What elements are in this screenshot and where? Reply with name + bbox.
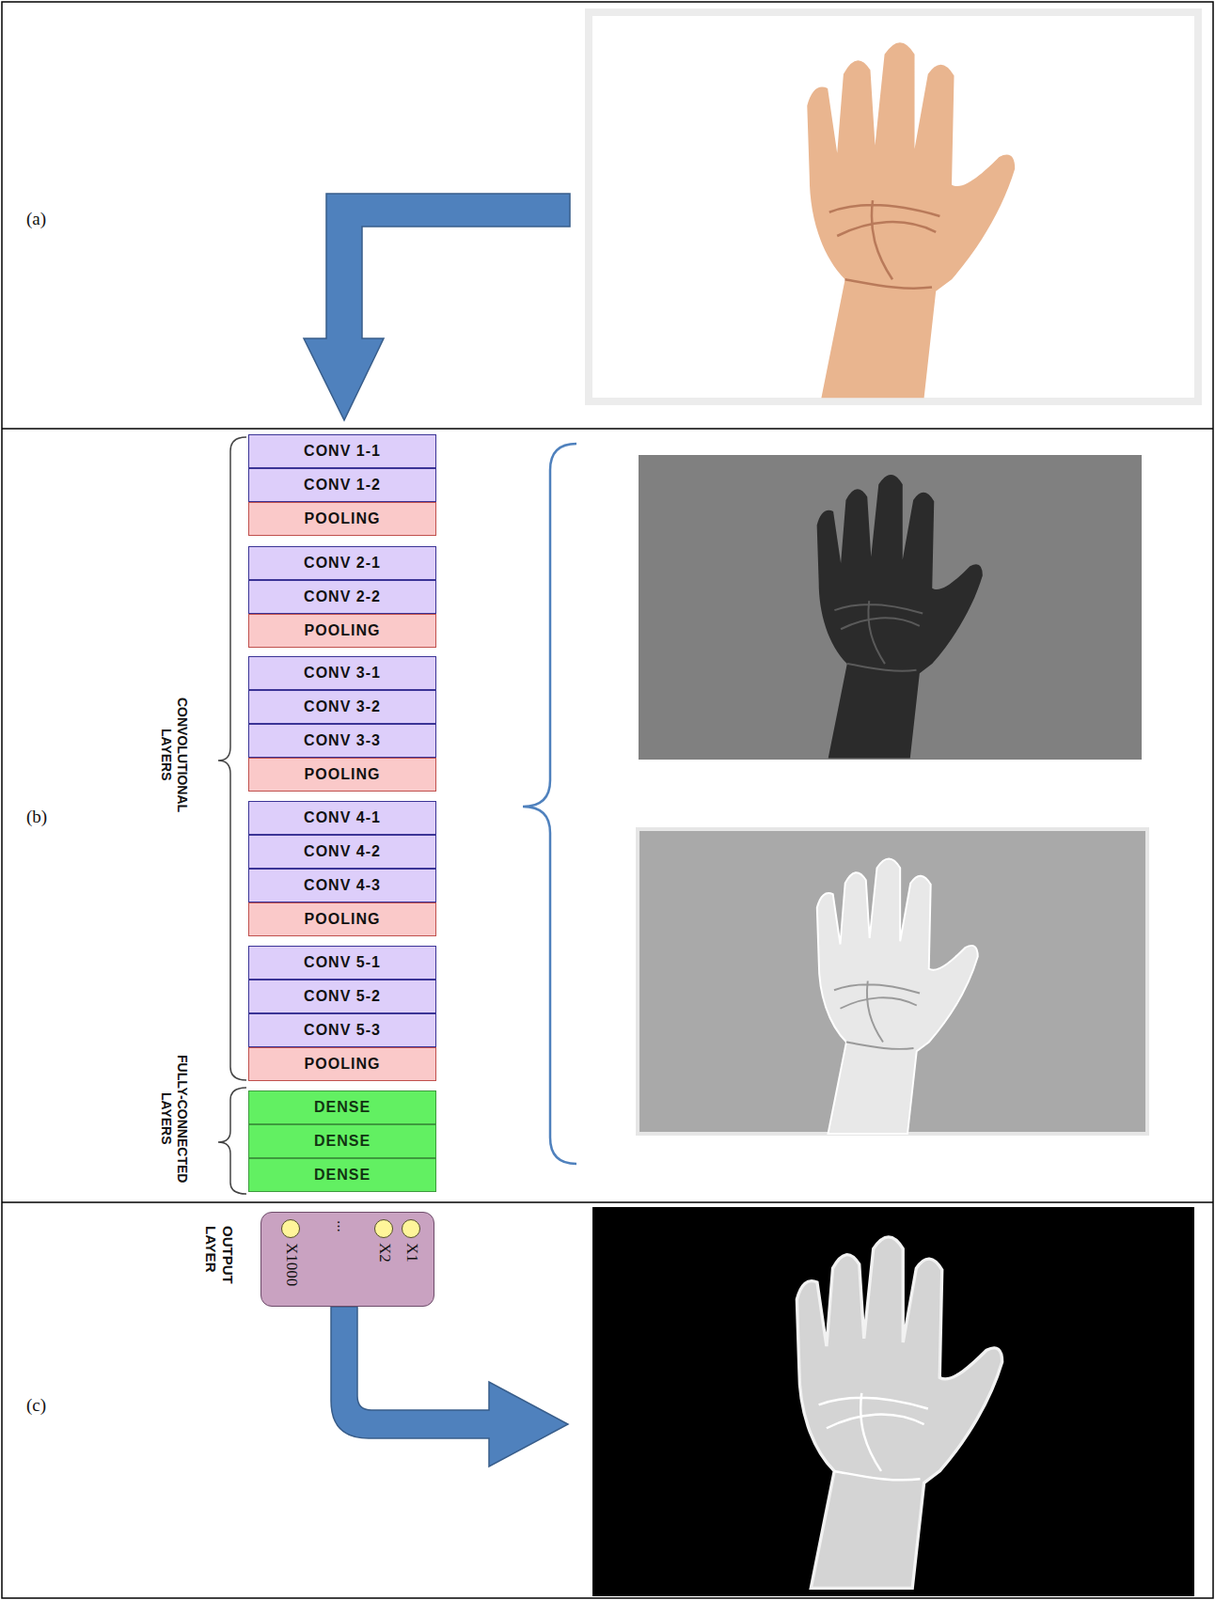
output-layer-box: OUTPUT LAYERX1X2...X1000 [260,1212,435,1308]
layer-label: CONV 3-1 [303,664,381,682]
row-divider [1,1201,1214,1204]
conv-layer-box: CONV 1-2 [248,468,437,503]
layer-label: CONV 3-3 [303,732,381,750]
pooling-layer-box: POOLING [248,502,437,537]
conv-layer-box: CONV 5-3 [248,1013,437,1048]
conv-layer-box: CONV 3-1 [248,656,437,691]
layer-label: CONV 2-1 [303,554,381,572]
pooling-layer-box: POOLING [248,757,437,792]
layer-label: DENSE [314,1133,371,1151]
conv-layer-box: CONV 2-2 [248,580,437,615]
row-divider [1,427,1214,430]
group-label: FULLY-CONNECTED LAYERS [157,1039,190,1200]
dense-layer-box: DENSE [248,1158,437,1193]
layer-label: CONV 4-1 [303,809,381,827]
result-image [592,1207,1195,1597]
conv-layer-box: CONV 4-3 [248,868,437,903]
layer-label: CONV 4-3 [303,877,381,895]
layer-label: POOLING [304,1056,381,1073]
layer-label: CONV 1-2 [303,476,381,494]
layer-label: CONV 5-2 [303,988,381,1006]
conv-layer-box: CONV 5-1 [248,946,437,980]
dense-layer-box: DENSE [248,1124,437,1159]
photo-frame [588,12,1199,402]
layer-label: DENSE [314,1167,371,1184]
pooling-layer-box: POOLING [248,902,437,937]
group-label: CONVOLUTIONAL LAYERS [157,675,190,836]
layer-label: POOLING [304,911,381,929]
curly-brace [522,443,577,1165]
hand-photo [806,42,1015,398]
dense-layer-box: DENSE [248,1090,437,1125]
neuron-circle [401,1219,421,1239]
flow-arrow [331,1307,569,1468]
neuron-label: X2 [375,1243,395,1263]
layer-label: CONV 5-1 [303,954,381,972]
layer-heading: OUTPUT LAYER [203,1226,237,1313]
curly-brace [218,437,247,1081]
dark-hand [817,474,983,759]
neuron-label: X1 [402,1243,422,1263]
pooling-layer-box: POOLING [248,614,437,648]
neuron-label: X1000 [282,1243,301,1287]
light-hand [817,859,979,1136]
conv-layer-box: CONV 3-2 [248,690,437,725]
neuron-circle [281,1219,300,1239]
filtered-image [638,455,1142,760]
layer-label: POOLING [304,510,381,528]
filtered-image [637,829,1148,1135]
layer-label: CONV 1-1 [303,442,381,460]
layer-label: CONV 4-2 [303,843,381,861]
conv-layer-box: CONV 4-1 [248,801,437,836]
conv-layer-box: CONV 3-3 [248,724,437,758]
layer-label: CONV 5-3 [303,1022,381,1040]
panel-letter: (c) [26,1395,47,1417]
conv-layer-box: CONV 1-1 [248,434,437,469]
conv-layer-box: CONV 2-1 [248,546,437,581]
flow-arrow [303,193,570,421]
layer-label: CONV 2-2 [303,588,381,606]
neuron-circle [374,1219,394,1239]
result-hand [796,1237,1002,1590]
layer-label: POOLING [304,622,381,640]
panel-letter: (a) [26,208,47,230]
neuron-label: ... [332,1220,352,1233]
layer-label: POOLING [304,766,381,784]
conv-layer-box: CONV 5-2 [248,979,437,1014]
panel-letter: (b) [26,806,48,828]
conv-layer-box: CONV 4-2 [248,835,437,869]
curly-brace [218,1088,247,1195]
layer-label: CONV 3-2 [303,698,381,716]
layer-label: DENSE [314,1099,371,1117]
pooling-layer-box: POOLING [248,1047,437,1082]
